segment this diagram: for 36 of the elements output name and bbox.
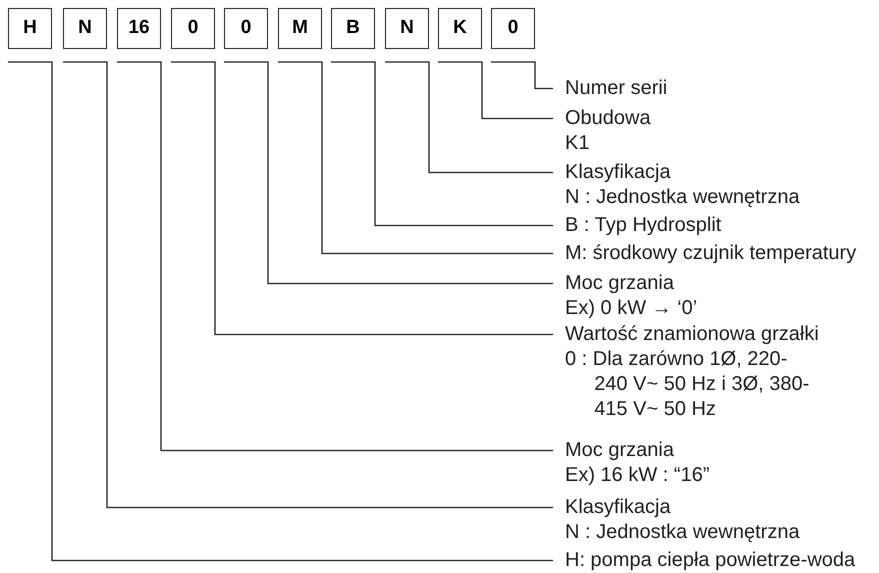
leader-line — [331, 61, 553, 226]
description-text: N : Jednostka wewnętrzna — [565, 185, 801, 210]
description-text: K1 — [565, 131, 590, 156]
leader-line — [491, 61, 553, 90]
code-box: 0 — [171, 8, 215, 49]
description-text: Moc grzania — [565, 438, 675, 463]
description-text: Klasyfikacja — [565, 160, 672, 185]
code-box: 16 — [117, 8, 161, 49]
code-box: 0 — [491, 8, 535, 49]
description-text: Moc grzania — [565, 271, 675, 296]
code-box: N — [63, 8, 107, 49]
code-box: N — [385, 8, 429, 49]
description-text: Obudowa — [565, 106, 652, 131]
leader-line — [171, 61, 553, 336]
leader-line — [117, 61, 553, 452]
leader-line — [438, 61, 553, 120]
leader-line — [385, 61, 553, 174]
leader-line — [278, 61, 553, 254]
code-box: B — [331, 8, 375, 49]
description-text: Klasyfikacja — [565, 495, 672, 520]
description-text: N : Jednostka wewnętrzna — [565, 520, 801, 545]
leader-line — [63, 61, 553, 508]
description-text: 0 : Dla zarówno 1Ø, 220-240 V~ 50 Hz i 3Ø, 380-415 V~ 50 Hz — [565, 347, 810, 422]
description-text: Ex) 16 kW : “16” — [565, 463, 710, 488]
code-box: H — [8, 8, 52, 49]
code-box: K — [438, 8, 482, 49]
leader-line — [224, 61, 553, 284]
description-text: Numer serii — [565, 76, 668, 101]
description-text: B : Typ Hydrosplit — [565, 213, 722, 238]
description-text: M: środkowy czujnik temperatury — [565, 241, 856, 266]
code-box: M — [278, 8, 322, 49]
description-text: Ex) 0 kW → ‘0’ — [565, 296, 698, 321]
description-text: H: pompa ciepła powietrze-woda — [565, 548, 856, 573]
code-box: 0 — [224, 8, 268, 49]
description-text: Wartość znamionowa grzałki — [565, 322, 819, 347]
leader-line — [8, 61, 553, 562]
